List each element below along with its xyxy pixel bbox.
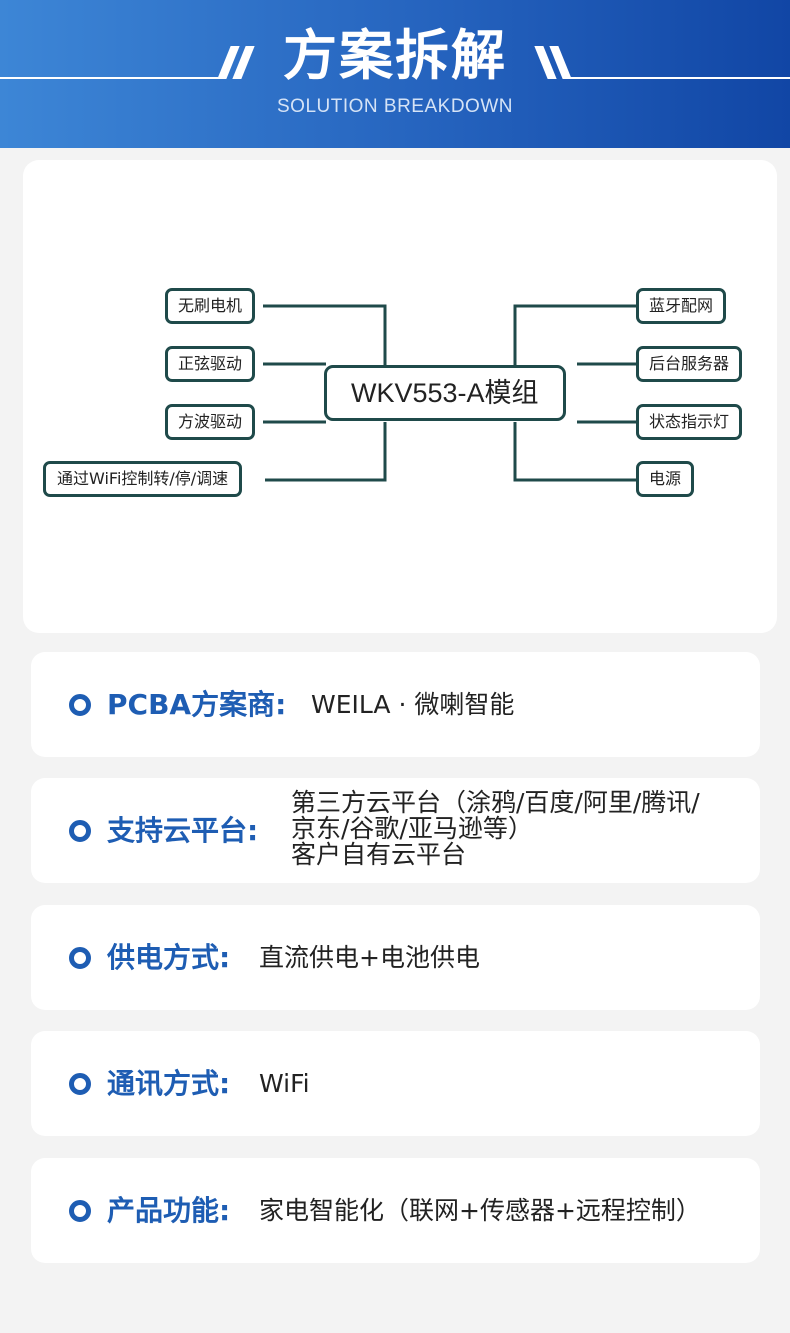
header-line-right: [568, 77, 790, 79]
info-label-power: 供电方式:: [107, 941, 231, 974]
info-card-cloud: 支持云平台: 第三方云平台（涂鸦/百度/阿里/腾讯/ 京东/谷歌/亚马逊等） 客…: [31, 778, 760, 883]
bullet-ring-icon: [69, 1200, 91, 1222]
diagram-node-left-1: 无刷电机: [165, 288, 256, 324]
info-value-cloud-line-3: 客户自有云平台: [291, 840, 467, 869]
info-card-comm: 通讯方式: WiFi: [31, 1031, 760, 1136]
diagram-node-left-4: 通过WiFi控制转/停/调速: [43, 461, 243, 497]
connector-left-1: [263, 304, 387, 366]
diagram-node-right-4: 电源: [636, 461, 695, 497]
info-label-pcba: PCBA方案商:: [107, 688, 287, 721]
bullet-ring-icon: [69, 1073, 91, 1095]
diagram-node-right-3: 状态指示灯: [636, 404, 743, 440]
info-label-comm: 通讯方式:: [107, 1067, 231, 1100]
info-value-cloud-line-2: 京东/谷歌/亚马逊等）: [291, 814, 533, 843]
bullet-ring-icon: [69, 820, 91, 842]
connector-left-4: [265, 422, 387, 482]
info-value-cloud: 第三方云平台（涂鸦/百度/阿里/腾讯/ 京东/谷歌/亚马逊等） 客户自有云平台: [291, 790, 700, 868]
diagram-node-left-3: 方波驱动: [165, 404, 256, 440]
info-value-comm: WiFi: [259, 1069, 310, 1098]
info-card-power: 供电方式: 直流供电+电池供电: [31, 905, 760, 1010]
diagram-node-right-1: 蓝牙配网: [636, 288, 727, 324]
info-card-pcba: PCBA方案商: WEILA · 微喇智能: [31, 652, 760, 757]
connector-right-1: [513, 304, 637, 366]
info-card-function: 产品功能: 家电智能化（联网+传感器+远程控制）: [31, 1158, 760, 1263]
diagram-node-center: WKV553-A模组: [324, 365, 566, 421]
header-banner: 方案拆解 SOLUTION BREAKDOWN: [0, 0, 790, 148]
info-value-power: 直流供电+电池供电: [259, 943, 480, 972]
info-value-cloud-line-1: 第三方云平台（涂鸦/百度/阿里/腾讯/: [291, 788, 700, 817]
info-value-function: 家电智能化（联网+传感器+远程控制）: [259, 1196, 701, 1225]
info-value-pcba: WEILA · 微喇智能: [311, 690, 515, 719]
header-line-left: [0, 77, 222, 79]
diagram-connectors: [263, 304, 637, 482]
bullet-ring-icon: [69, 947, 91, 969]
diagram-node-right-2: 后台服务器: [636, 346, 743, 382]
bullet-ring-icon: [69, 694, 91, 716]
connector-right-4: [513, 422, 637, 482]
page-subtitle: SOLUTION BREAKDOWN: [277, 96, 513, 117]
page-title: 方案拆解: [283, 24, 507, 87]
diagram-card: 无刷电机 正弦驱动 方波驱动 通过WiFi控制转/停/调速 WKV553-A模组…: [23, 160, 777, 633]
diagram-node-left-2: 正弦驱动: [165, 346, 256, 382]
info-label-function: 产品功能:: [107, 1194, 231, 1227]
info-label-cloud: 支持云平台:: [107, 814, 259, 847]
